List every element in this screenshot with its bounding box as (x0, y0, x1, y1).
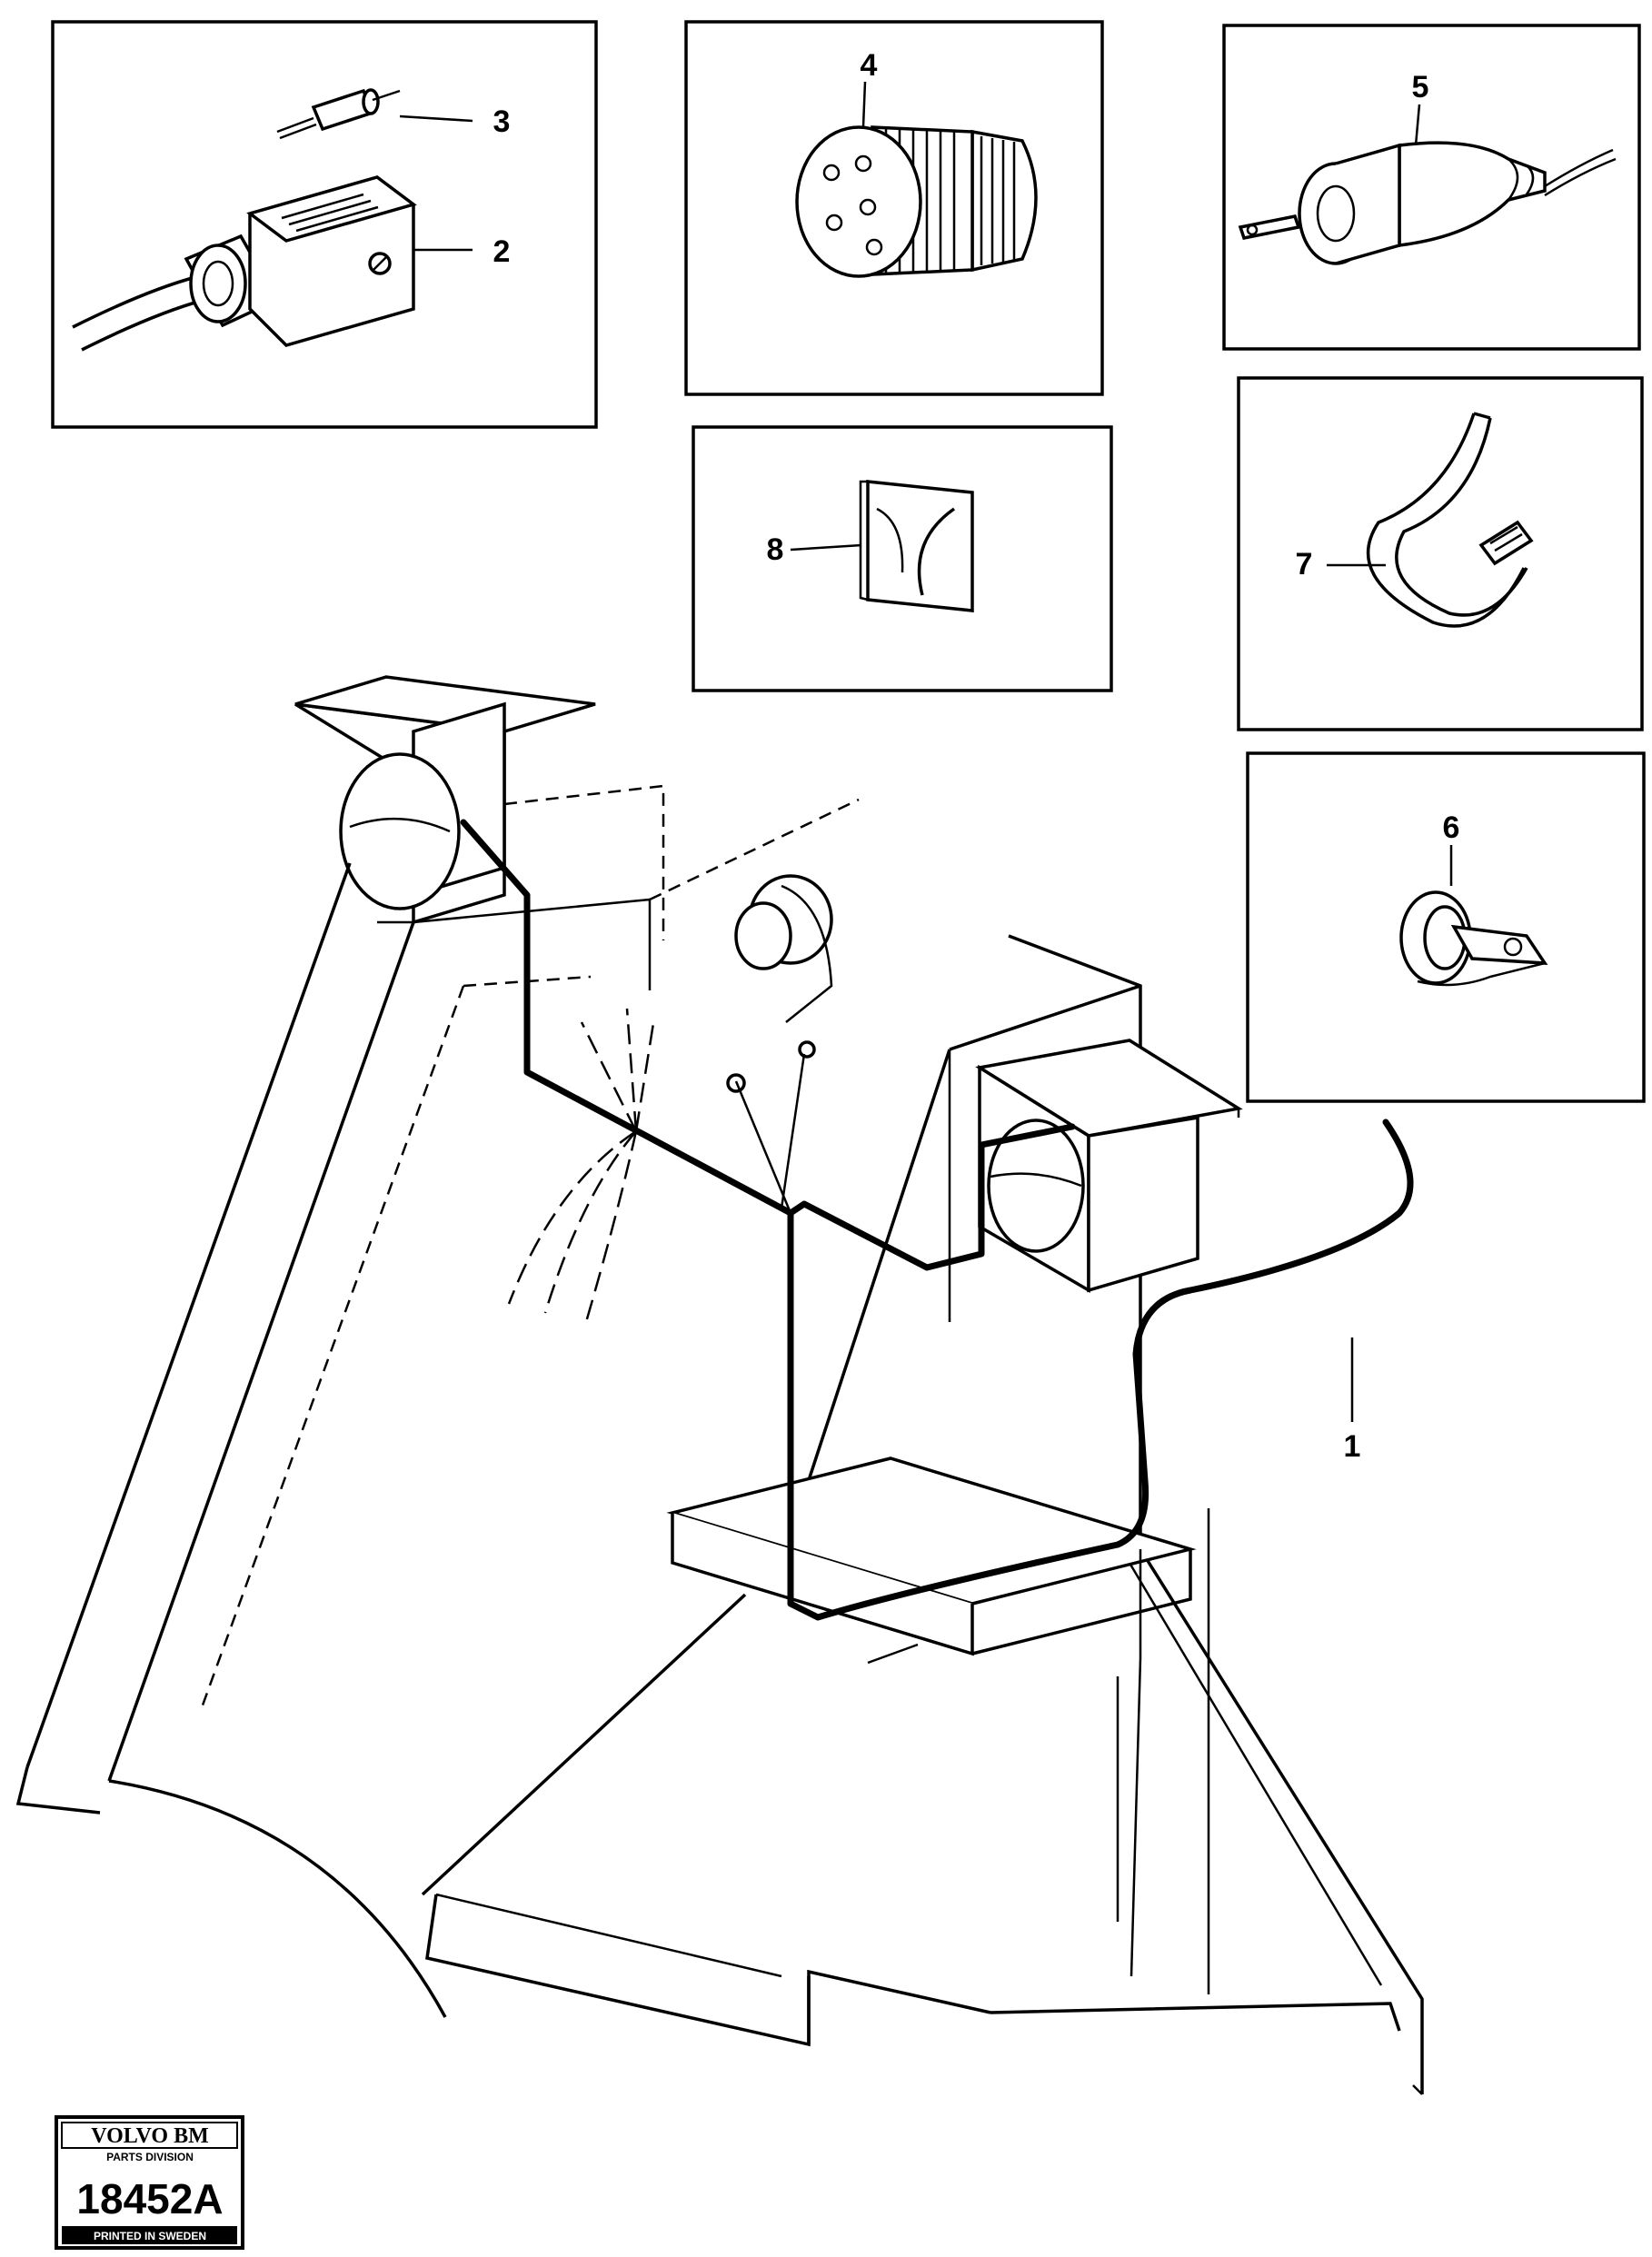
stamp-division: PARTS DIVISION (106, 2151, 194, 2163)
leader-8 (790, 543, 862, 552)
frame-left-leg (15, 798, 860, 2018)
hidden-edge (503, 784, 665, 940)
panel-cable-sleeve-5: 5 (1222, 24, 1641, 351)
cable-clip-illustration (1399, 890, 1548, 987)
clamp-strap-illustration (1366, 412, 1534, 628)
left-work-lamp (294, 675, 596, 925)
right-work-lamp (975, 1039, 1243, 1294)
panel-round-connector-4: 4 (684, 20, 1104, 396)
panel-connector-2-3: 3 2 (51, 20, 598, 429)
panel-cable-clip-6: 6 (1246, 751, 1646, 1103)
callout-1: 1 (1344, 1429, 1361, 1464)
stamp-brand: VOLVO BM (91, 2124, 209, 2148)
stamp-origin: PRINTED IN SWEDEN (94, 2230, 206, 2242)
callout-7: 7 (1296, 547, 1313, 582)
main-assembly: 1 (15, 675, 1424, 2095)
callout-5: 5 (1412, 70, 1429, 104)
frame-center-plinth (421, 1457, 1197, 1922)
connector-pin-illustration (276, 88, 401, 140)
wiring-harness (460, 819, 1414, 1621)
tail-lamp (726, 874, 833, 1093)
callout-8: 8 (767, 532, 784, 567)
callout-2: 2 (493, 234, 511, 269)
stamp-number: 18452A (76, 2175, 223, 2222)
frame-right-leg (793, 934, 1424, 2095)
panel-clamp-strap-7: 7 (1237, 376, 1644, 731)
round-connector-illustration (795, 125, 1038, 278)
leader-3 (399, 114, 473, 123)
frame-base (425, 1508, 1401, 2047)
callout-3: 3 (493, 104, 511, 139)
callout-4: 4 (861, 48, 878, 83)
leader-4 (861, 81, 867, 128)
grommet-plate-illustration (859, 480, 974, 612)
cable-sleeve-illustration (1238, 141, 1617, 265)
connector-plug-illustration (72, 175, 417, 352)
panel-grommet-8: 8 (692, 425, 1113, 692)
callout-6: 6 (1443, 810, 1460, 845)
leader-5 (1414, 104, 1421, 146)
volvo-bm-stamp: VOLVO BM PARTS DIVISION 18452A PRINTED I… (55, 2115, 244, 2250)
